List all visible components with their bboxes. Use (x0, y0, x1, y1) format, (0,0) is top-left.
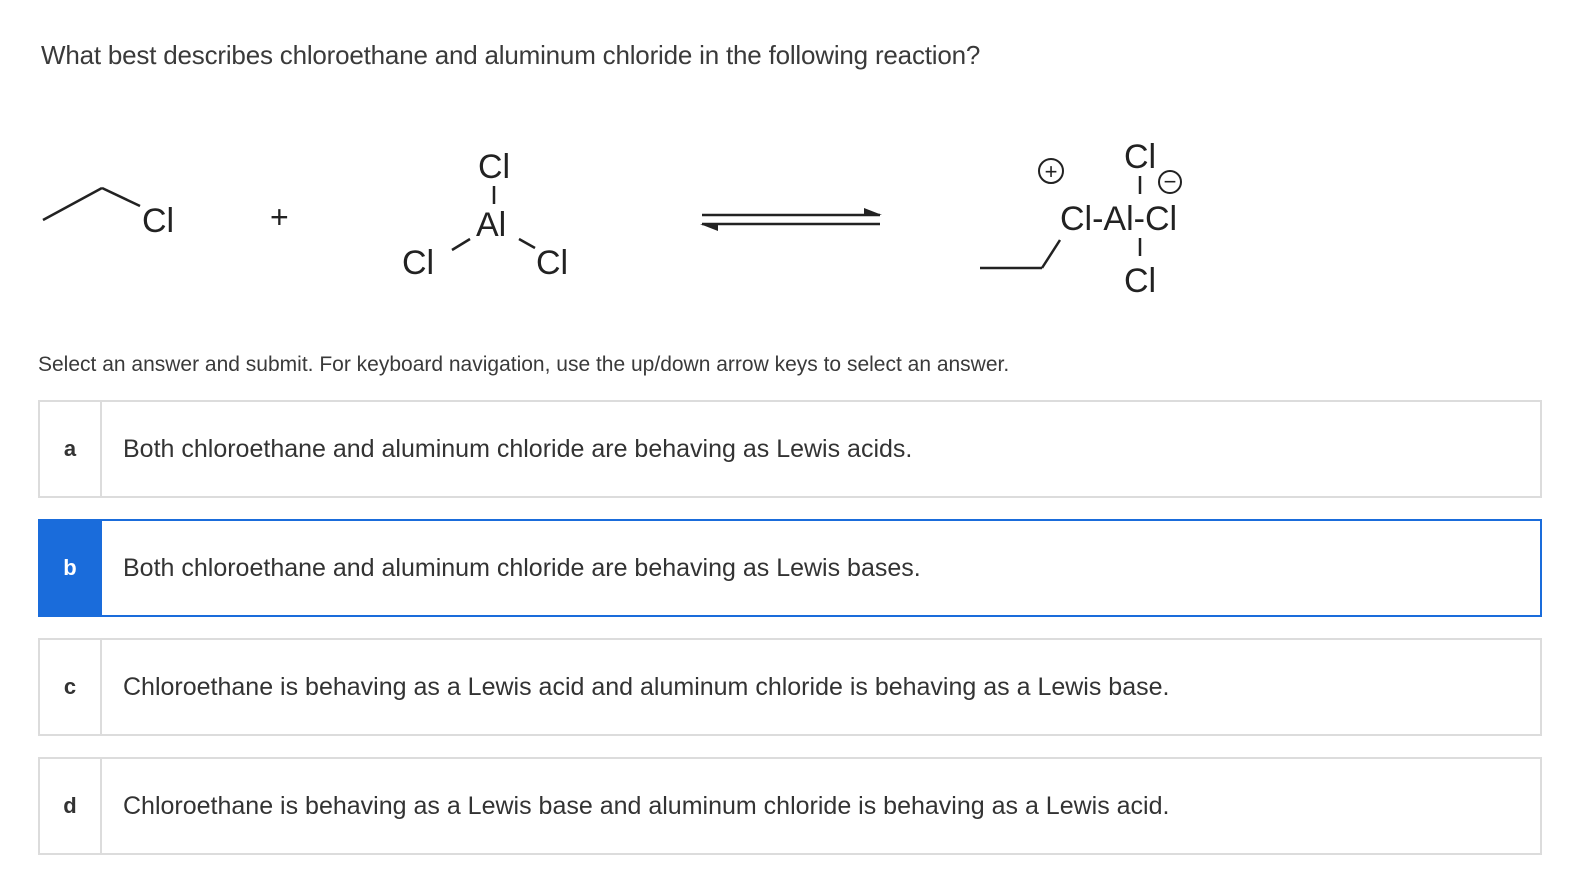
answer-options: a Both chloroethane and aluminum chlorid… (38, 400, 1542, 876)
option-b[interactable]: b Both chloroethane and aluminum chlorid… (38, 519, 1542, 617)
plus-sign: + (270, 199, 289, 235)
alcl3-al: Al (476, 206, 506, 244)
negative-charge-icon (1158, 170, 1182, 194)
option-letter: a (40, 402, 102, 496)
option-letter: d (40, 759, 102, 853)
option-a[interactable]: a Both chloroethane and aluminum chlorid… (38, 400, 1542, 498)
option-letter: c (40, 640, 102, 734)
equilibrium-arrow (700, 208, 882, 231)
anion-charge: − (1164, 169, 1177, 194)
option-text: Both chloroethane and aluminum chloride … (123, 553, 921, 582)
product-center: Cl-Al-Cl (1060, 200, 1177, 238)
reaction-scheme: Cl + Cl Al Cl Cl + Cl − Cl-Al-Cl Cl (42, 138, 1182, 300)
aluminum-chloride-structure: Cl Al Cl Cl (402, 148, 568, 282)
alcl3-left-cl: Cl (402, 244, 434, 282)
instructions-text: Select an answer and submit. For keyboar… (38, 353, 1010, 376)
product-top-cl: Cl (1124, 138, 1156, 176)
chloroethane-cl: Cl (142, 202, 174, 240)
chloroethane-structure: Cl (42, 186, 174, 240)
alcl3-top-cl: Cl (478, 148, 510, 186)
option-text: Chloroethane is behaving as a Lewis base… (123, 791, 1170, 820)
option-text: Both chloroethane and aluminum chloride … (123, 434, 913, 463)
question-text: What best describes chloroethane and alu… (41, 40, 981, 70)
positive-charge-icon (1038, 158, 1064, 184)
alcl3-right-cl: Cl (536, 244, 568, 282)
product-structure: + Cl − Cl-Al-Cl Cl (980, 138, 1182, 300)
product-bottom-cl: Cl (1124, 262, 1156, 300)
option-letter: b (40, 521, 102, 615)
option-d[interactable]: d Chloroethane is behaving as a Lewis ba… (38, 757, 1542, 855)
cation-charge: + (1045, 159, 1058, 184)
option-text: Chloroethane is behaving as a Lewis acid… (123, 672, 1170, 701)
option-c[interactable]: c Chloroethane is behaving as a Lewis ac… (38, 638, 1542, 736)
